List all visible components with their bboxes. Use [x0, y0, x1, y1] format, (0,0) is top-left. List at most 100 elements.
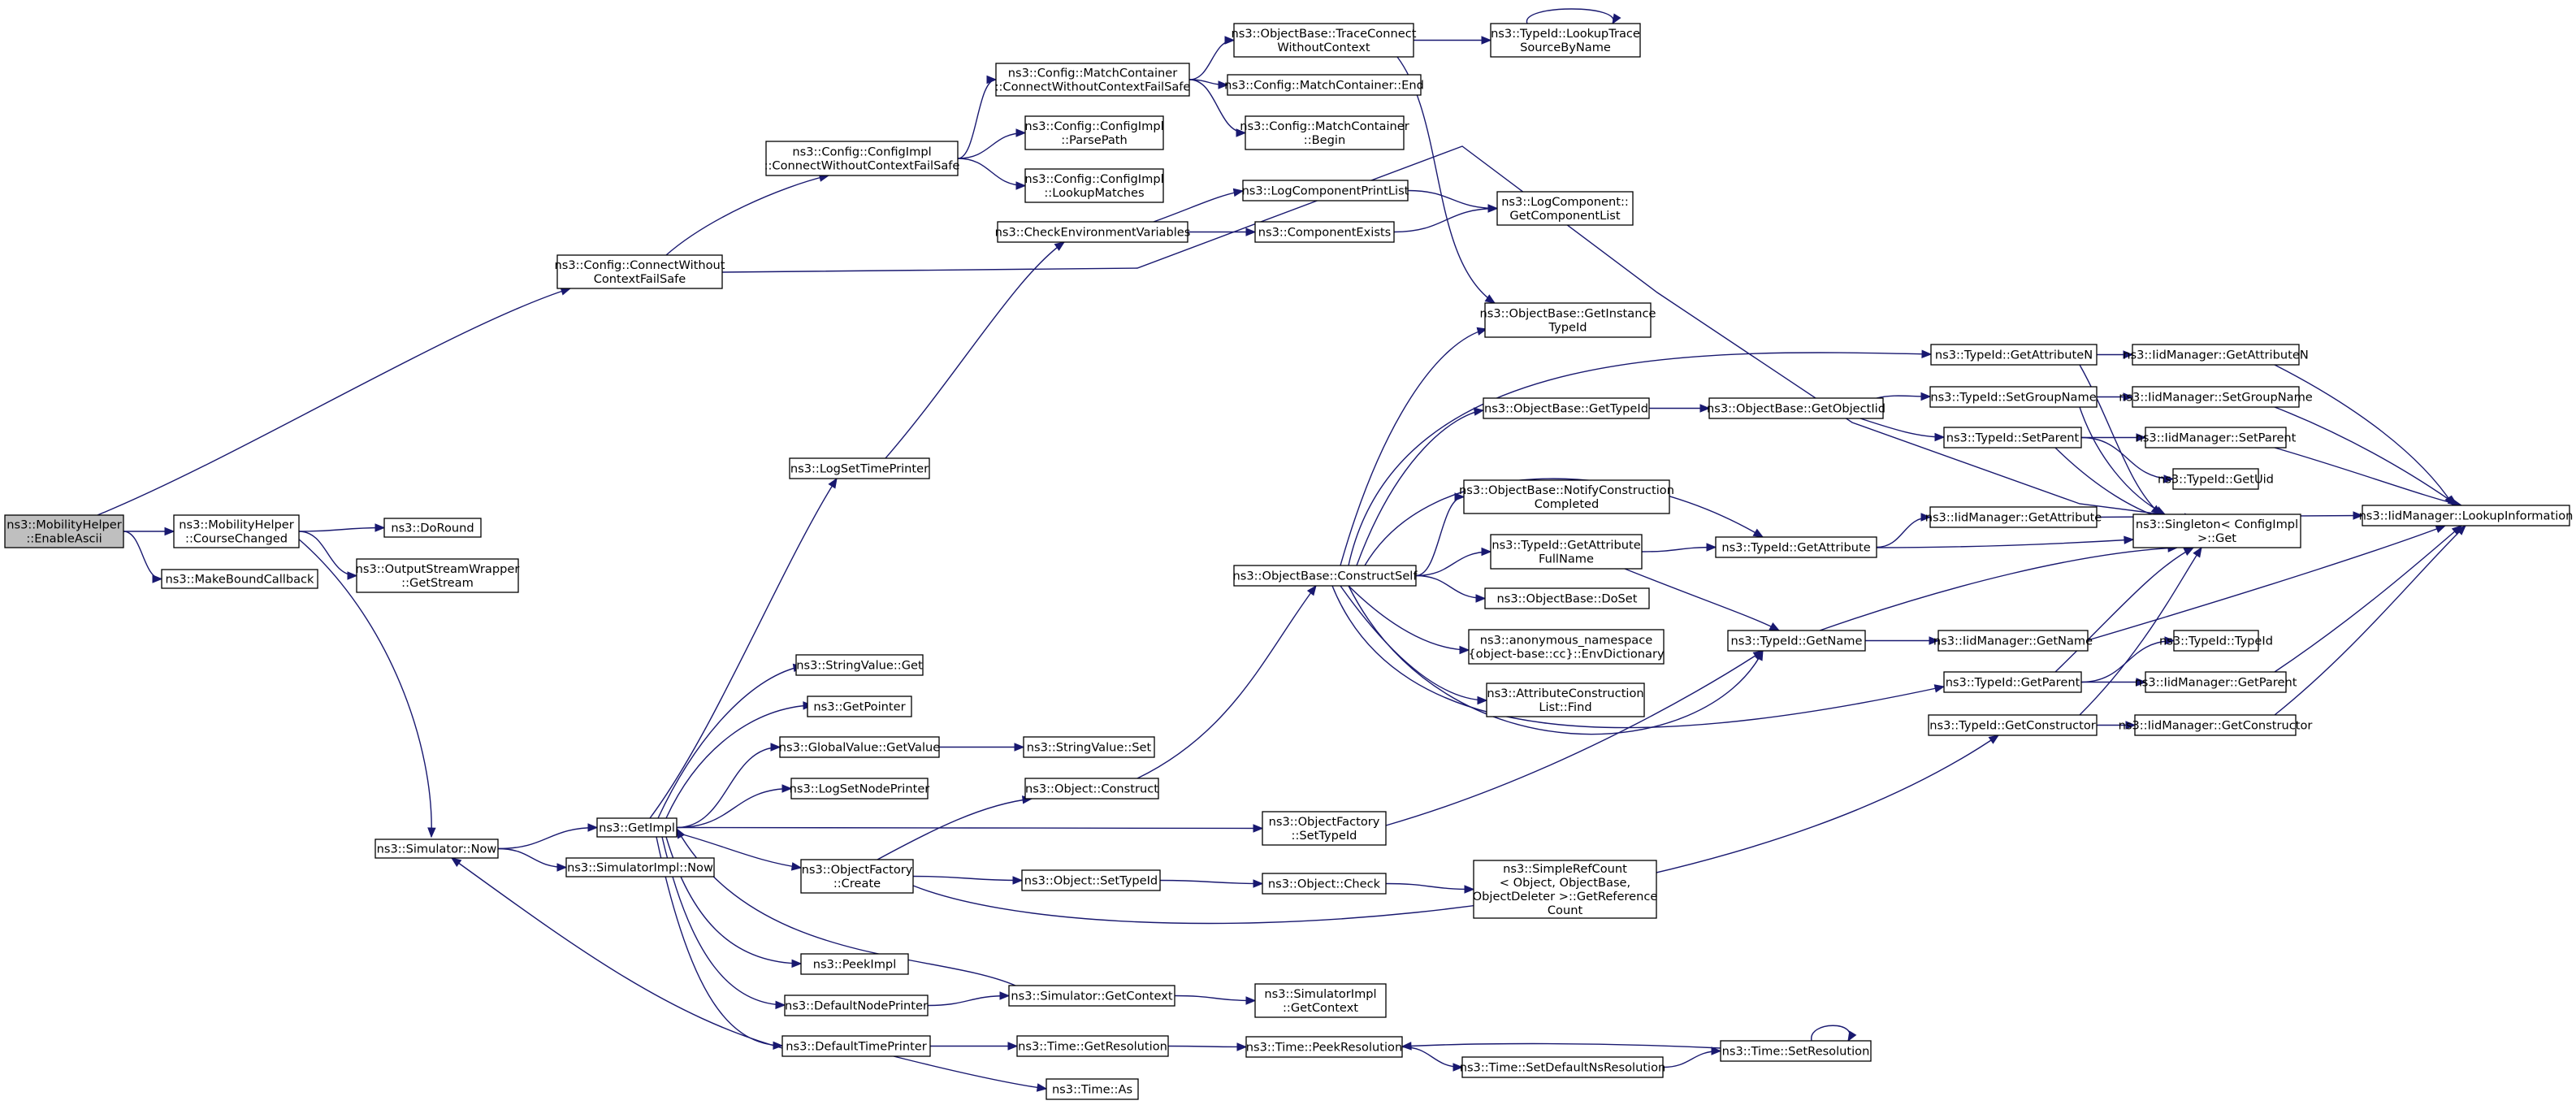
node-imget-attribute-n[interactable]: ns3::IidManager::GetAttributeN — [2123, 344, 2309, 366]
node-tiget-attribute-n[interactable]: ns3::TypeId::GetAttributeN — [1930, 344, 2098, 366]
node-box[interactable] — [2132, 386, 2300, 408]
node-sim-get-context[interactable]: ns3::Simulator::GetContext — [1008, 985, 1175, 1007]
node-box[interactable] — [556, 254, 723, 289]
node-box[interactable] — [800, 859, 914, 894]
node-string-value-get[interactable]: ns3::StringValue::Get — [795, 654, 924, 676]
node-box[interactable] — [1943, 671, 2082, 693]
node-box[interactable] — [161, 569, 318, 589]
node-tiset-parent[interactable]: ns3::TypeId::SetParent — [1943, 427, 2082, 448]
node-enable-ascii[interactable]: ns3::MobilityHelper::EnableAscii — [4, 514, 124, 548]
node-lookup-matches[interactable]: ns3::Config::ConfigImpl::LookupMatches — [1024, 168, 1164, 203]
node-sim-impl-get-context[interactable]: ns3::SimulatorImpl::GetContext — [1254, 983, 1387, 1018]
node-do-set[interactable]: ns3::ObjectBase::DoSet — [1484, 587, 1650, 609]
node-box[interactable] — [1496, 191, 1634, 226]
node-imget-constructor[interactable]: ns3::IidManager::GetConstructor — [2119, 714, 2313, 736]
node-box[interactable] — [1463, 479, 1670, 514]
node-comp-exists[interactable]: ns3::ComponentExists — [1254, 221, 1395, 243]
node-box[interactable] — [1024, 115, 1164, 150]
node-tiget-uid[interactable]: ns3::TypeId::GetUid — [2158, 468, 2274, 490]
node-imget-name[interactable]: ns3::IidManager::GetName — [1933, 630, 2093, 652]
node-box[interactable] — [1490, 23, 1641, 58]
node-parse-path[interactable]: ns3::Config::ConfigImpl::ParsePath — [1024, 115, 1164, 150]
node-box[interactable] — [1021, 869, 1161, 891]
node-obget-type-id[interactable]: ns3::ObjectBase::GetTypeId — [1483, 397, 1650, 419]
node-imget-parent[interactable]: ns3::IidManager::GetParent — [2135, 671, 2297, 693]
node-box[interactable] — [1245, 1036, 1403, 1058]
node-box[interactable] — [1245, 115, 1405, 150]
node-global-value-get-value[interactable]: ns3::GlobalValue::GetValue — [779, 736, 941, 758]
node-construct-self[interactable]: ns3::ObjectBase::ConstructSelf — [1233, 565, 1418, 587]
node-box[interactable] — [1262, 811, 1387, 846]
node-box[interactable] — [173, 514, 300, 548]
node-default-node-printer[interactable]: ns3::DefaultNodePrinter — [784, 994, 929, 1016]
node-box[interactable] — [800, 953, 909, 975]
node-box[interactable] — [1024, 778, 1159, 800]
node-get-comp-list[interactable]: ns3::LogComponent::GetComponentList — [1496, 191, 1634, 226]
node-log-set-node-printer[interactable]: ns3::LogSetNodePrinter — [790, 778, 930, 800]
node-log-set-time-printer[interactable]: ns3::LogSetTimePrinter — [789, 457, 930, 479]
node-time-get-resolution[interactable]: ns3::Time::GetResolution — [1016, 1035, 1169, 1057]
node-tiget-attribute[interactable]: ns3::TypeId::GetAttribute — [1715, 536, 1877, 558]
node-box[interactable] — [1046, 1078, 1139, 1100]
node-simple-ref-count[interactable]: ns3::SimpleRefCount< Object, ObjectBase,… — [1473, 860, 1658, 919]
node-box[interactable] — [1024, 168, 1164, 203]
node-do-round[interactable]: ns3::DoRound — [383, 518, 482, 538]
node-box[interactable] — [2172, 468, 2259, 490]
node-box[interactable] — [995, 63, 1190, 97]
node-box[interactable] — [1727, 630, 1866, 652]
node-box[interactable] — [1928, 714, 2098, 736]
node-singleton-get[interactable]: ns3::Singleton< ConfigImpl >::Get — [2132, 514, 2301, 548]
node-box[interactable] — [1715, 536, 1877, 558]
node-box[interactable] — [356, 558, 519, 593]
node-string-value-set[interactable]: ns3::StringValue::Set — [1023, 736, 1155, 758]
node-box[interactable] — [795, 654, 924, 676]
node-tiset-group-name[interactable]: ns3::TypeId::SetGroupName — [1929, 386, 2098, 408]
node-check-env[interactable]: ns3::CheckEnvironmentVariables — [995, 221, 1191, 243]
node-env-dictionary[interactable]: ns3::anonymous_namespace{object-base::cc… — [1468, 629, 1665, 665]
node-box[interactable] — [1708, 397, 1884, 419]
node-box[interactable] — [2362, 505, 2570, 526]
node-time-set-default-ns[interactable]: ns3::Time::SetDefaultNsResolution — [1460, 1056, 1666, 1078]
node-default-time-printer[interactable]: ns3::DefaultTimePrinter — [781, 1035, 931, 1057]
node-mcend[interactable]: ns3::Config::MatchContainer::End — [1224, 74, 1424, 96]
node-cfg-impl-connect[interactable]: ns3::Config::ConfigImpl::ConnectWithoutC… — [764, 141, 960, 176]
node-time-set-resolution[interactable]: ns3::Time::SetResolution — [1720, 1040, 1872, 1062]
node-box[interactable] — [1254, 983, 1387, 1018]
node-box[interactable] — [1720, 1040, 1872, 1062]
node-course-changed[interactable]: ns3::MobilityHelper::CourseChanged — [173, 514, 300, 548]
node-box[interactable] — [2132, 514, 2301, 548]
node-notify-construction[interactable]: ns3::ObjectBase::NotifyConstructionCompl… — [1459, 479, 1674, 514]
node-box[interactable] — [1008, 985, 1175, 1007]
node-imlookup-information[interactable]: ns3::IidManager::LookupInformation — [2359, 505, 2574, 526]
node-imget-attribute[interactable]: ns3::IidManager::GetAttribute — [1925, 506, 2102, 528]
node-imset-group-name[interactable]: ns3::IidManager::SetGroupName — [2119, 386, 2313, 408]
node-box[interactable] — [1254, 221, 1395, 243]
node-box[interactable] — [790, 778, 929, 800]
node-box[interactable] — [565, 857, 715, 878]
node-object-set-type-id[interactable]: ns3::Object::SetTypeId — [1021, 869, 1161, 891]
node-get-impl[interactable]: ns3::GetImpl — [596, 817, 678, 838]
node-box[interactable] — [2145, 671, 2287, 693]
node-trace-connect[interactable]: ns3::ObjectBase::TraceConnectWithoutCont… — [1232, 23, 1417, 58]
node-box[interactable] — [807, 696, 912, 717]
node-box[interactable] — [596, 817, 678, 838]
node-box[interactable] — [1929, 506, 2098, 528]
node-box[interactable] — [784, 994, 929, 1016]
node-box[interactable] — [374, 838, 499, 859]
node-box[interactable] — [1484, 587, 1650, 609]
node-tiget-constructor[interactable]: ns3::TypeId::GetConstructor — [1928, 714, 2098, 736]
node-titype-id[interactable]: ns3::TypeId::TypeId — [2159, 630, 2273, 652]
node-box[interactable] — [1484, 302, 1652, 338]
node-tiget-name[interactable]: ns3::TypeId::GetName — [1727, 630, 1866, 652]
node-box[interactable] — [1242, 180, 1409, 202]
node-make-bound-callback[interactable]: ns3::MakeBoundCallback — [161, 569, 318, 589]
node-box[interactable] — [789, 457, 930, 479]
node-box[interactable] — [4, 514, 124, 548]
node-box[interactable] — [1937, 630, 2089, 652]
node-box[interactable] — [2173, 630, 2259, 652]
node-box[interactable] — [383, 518, 482, 538]
node-box[interactable] — [1016, 1035, 1169, 1057]
node-box[interactable] — [1929, 386, 2098, 408]
